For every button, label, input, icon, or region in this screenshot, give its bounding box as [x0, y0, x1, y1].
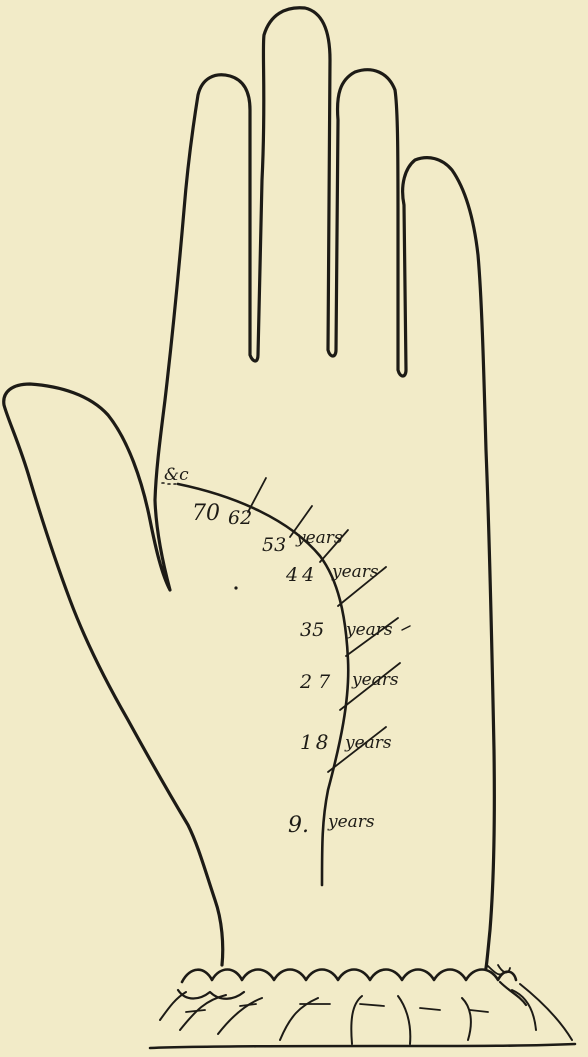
label-years-35: years	[345, 620, 393, 640]
label-age-62: 62	[228, 507, 252, 529]
tick-35b	[402, 626, 410, 630]
label-years-18: years	[344, 733, 392, 753]
label-age-27: 27	[299, 671, 336, 693]
label-years-9: years	[327, 812, 375, 832]
hand-outline	[4, 8, 495, 968]
label-years-44: years	[331, 562, 379, 582]
label-age-9: 9.	[288, 813, 309, 838]
ink-speck	[234, 586, 237, 589]
label-etc: &c	[164, 465, 189, 485]
label-age-18: 18	[300, 730, 331, 754]
label-age-44: 44	[285, 564, 318, 586]
label-years-27: years	[351, 670, 399, 690]
label-age-70: 70	[192, 501, 220, 526]
label-years-53: years	[295, 528, 343, 548]
label-age-53: 53	[262, 534, 286, 556]
label-age-35: 35	[300, 619, 324, 641]
cuff-frill	[150, 965, 575, 1048]
